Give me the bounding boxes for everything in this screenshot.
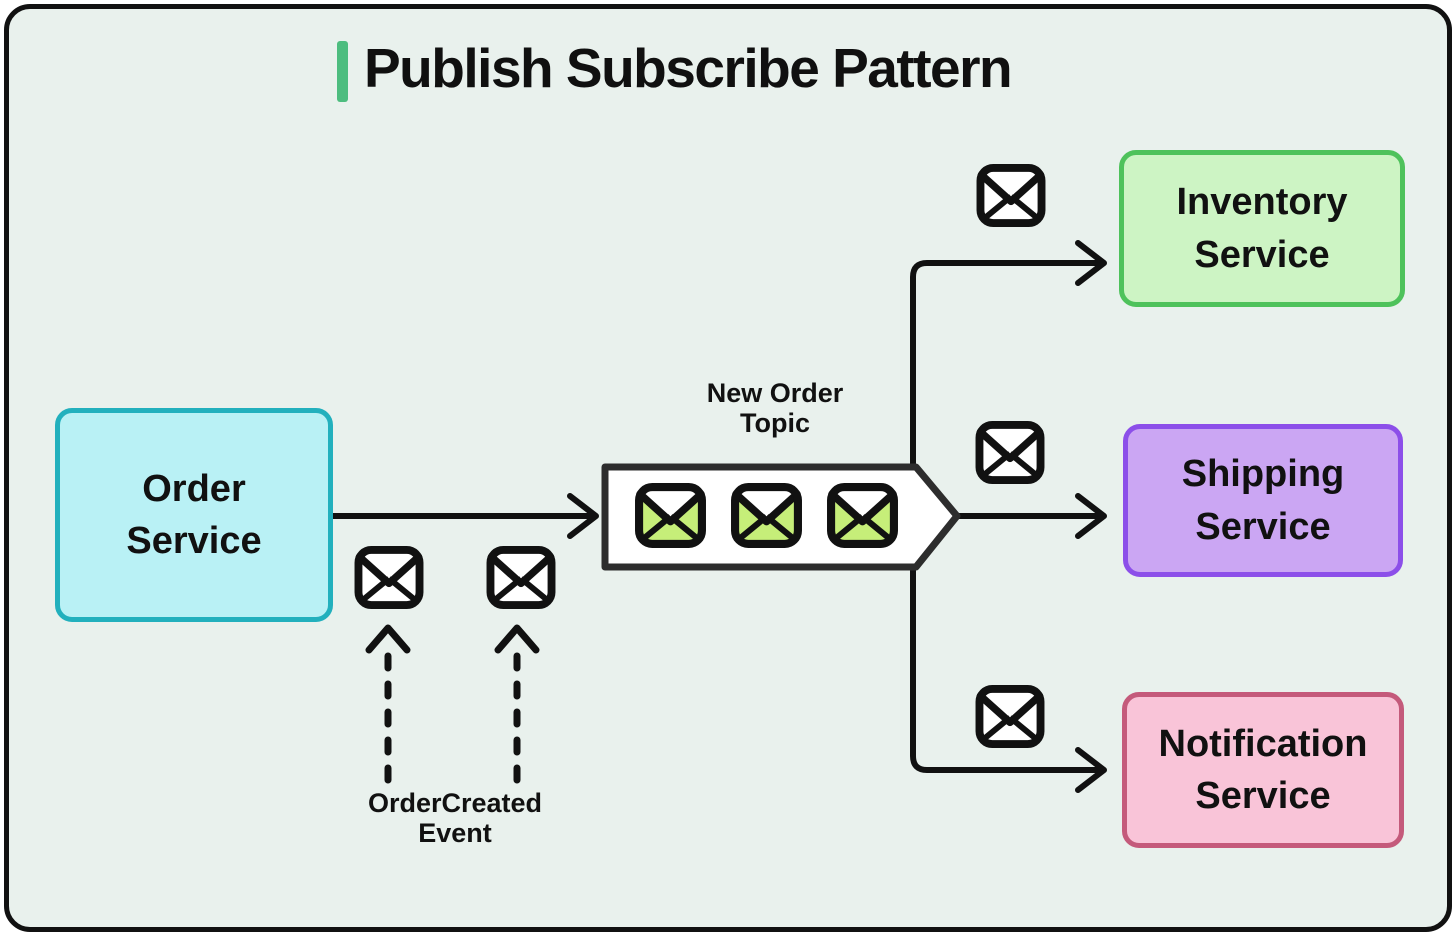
green-envelope-icon-2 (730, 482, 803, 549)
new-order-topic-label: New Order Topic (706, 378, 844, 439)
node-inventory-service: Inventory Service (1119, 150, 1405, 307)
dashed-arrowhead-event-2 (494, 624, 540, 654)
title-accent-bar (337, 41, 348, 102)
node-order-service: Order Service (55, 408, 333, 622)
notification-service-label: Notification Service (1158, 722, 1368, 817)
arrowhead-order-to-topic (567, 493, 599, 539)
new-order-topic-shape (601, 463, 961, 571)
inventory-service-label: Inventory Service (1176, 181, 1348, 276)
envelope-icon-notification (974, 684, 1046, 749)
diagram-title: Publish Subscribe Pattern (364, 37, 1013, 99)
arrowhead-to-notification (1075, 747, 1107, 793)
order-created-event-label: OrderCreated Event (367, 788, 543, 849)
dashed-arrowhead-event-1 (365, 624, 411, 654)
green-envelope-icon-1 (634, 482, 707, 549)
envelope-icon-shipping (974, 420, 1046, 485)
arrowhead-to-inventory (1075, 240, 1107, 286)
node-shipping-service: Shipping Service (1123, 424, 1403, 577)
green-envelope-icon-3 (826, 482, 899, 549)
arrowhead-to-shipping (1075, 493, 1107, 539)
shipping-service-label: Shipping Service (1181, 453, 1345, 548)
envelope-icon-event-1 (353, 545, 425, 610)
envelope-icon-event-2 (485, 545, 557, 610)
envelope-icon-inventory (975, 163, 1047, 228)
order-service-label: Order Service (126, 467, 262, 562)
connector-topic-to-notification (910, 513, 1101, 773)
node-notification-service: Notification Service (1122, 692, 1404, 848)
connector-topic-to-inventory (910, 260, 1101, 519)
